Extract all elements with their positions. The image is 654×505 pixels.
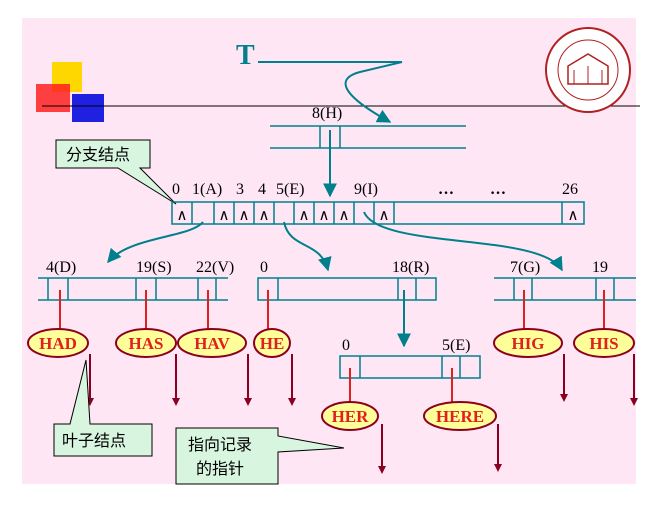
- university-seal: [545, 27, 631, 113]
- index-26: 26: [562, 181, 578, 198]
- decor-squares: [36, 62, 640, 122]
- svg-text:22(V): 22(V): [196, 259, 234, 276]
- index-1a: 1(A): [192, 181, 222, 198]
- svg-text:4(D): 4(D): [46, 259, 76, 276]
- pointer-callout-text-2: 的指针: [196, 459, 244, 478]
- null-marker: ∧: [379, 208, 390, 224]
- root-node: [270, 125, 466, 149]
- svg-text:HAV: HAV: [194, 334, 230, 353]
- null-marker: ∧: [319, 208, 330, 224]
- null-marker: ∧: [239, 208, 250, 224]
- record-pointer-stems: [59, 290, 605, 404]
- branch-arrows: [107, 211, 563, 272]
- pointer-callout: [175, 427, 345, 485]
- svg-text:HE: HE: [260, 334, 285, 353]
- index-5e: 5(E): [276, 181, 304, 198]
- svg-text:HIG: HIG: [511, 334, 544, 353]
- i-node-labels: 7(G) 19: [510, 259, 608, 276]
- root-node-label: 8(H): [312, 105, 342, 122]
- leaf-he: [253, 328, 291, 358]
- null-markers: ∧ ∧ ∧ ∧ ∧ ∧ ∧ ∧ ∧: [177, 208, 579, 224]
- leaf-had: [27, 328, 89, 358]
- null-marker: ∧: [219, 208, 230, 224]
- svg-text:0: 0: [342, 337, 350, 354]
- branch-callout: [55, 139, 177, 205]
- null-marker: ∧: [177, 208, 188, 224]
- leaf-nodes: [27, 328, 635, 431]
- record-pointers: [89, 354, 635, 468]
- svg-text:7(G): 7(G): [510, 259, 540, 276]
- root-label: T: [236, 40, 255, 71]
- null-marker: ∧: [259, 208, 270, 224]
- index-ellipsis-2: …: [490, 181, 506, 198]
- index-0: 0: [172, 181, 180, 198]
- leaf-has: [115, 328, 177, 358]
- leaf-hav: [177, 328, 247, 358]
- leaf-his: [573, 328, 635, 358]
- record-pointer-heads: [86, 394, 638, 474]
- leaf-here: [423, 401, 497, 431]
- pointer-callout-text-1: 指向记录: [188, 435, 252, 454]
- svg-text:5(E): 5(E): [442, 337, 470, 354]
- index-9i: 9(I): [354, 181, 378, 198]
- r-node-labels: 0 5(E): [342, 337, 470, 354]
- branch-callout-text: 分支结点: [66, 145, 130, 164]
- root-pointer: [258, 61, 403, 123]
- svg-text:19: 19: [592, 259, 608, 276]
- branch-index-labels: 0 1(A) 3 4 5(E) 9(I) … … 26: [172, 181, 578, 198]
- leaf-her: [321, 401, 379, 431]
- svg-text:18(R): 18(R): [392, 259, 429, 276]
- r-node: [339, 355, 481, 379]
- index-4: 4: [258, 181, 266, 198]
- i-node: [494, 277, 636, 301]
- svg-text:0: 0: [260, 259, 268, 276]
- null-marker: ∧: [568, 208, 579, 224]
- index-ellipsis-1: …: [438, 181, 454, 198]
- d-node-labels: 4(D) 19(S) 22(V): [46, 259, 234, 276]
- d-node: [38, 277, 228, 301]
- leaf-hig: [493, 328, 563, 358]
- svg-text:HAS: HAS: [129, 334, 164, 353]
- svg-text:HAD: HAD: [39, 334, 77, 353]
- e-node: [257, 277, 437, 301]
- null-marker: ∧: [339, 208, 350, 224]
- leaf-callout: [53, 359, 153, 457]
- index-3: 3: [236, 181, 244, 198]
- e-node-labels: 0 18(R): [260, 259, 429, 276]
- leaf-labels: HAD HAS HAV HE HER HERE HIG HIS: [39, 334, 619, 426]
- svg-text:HERE: HERE: [436, 407, 484, 426]
- null-marker: ∧: [299, 208, 310, 224]
- leaf-callout-text: 叶子结点: [62, 431, 126, 450]
- svg-text:HIS: HIS: [589, 334, 618, 353]
- svg-text:HER: HER: [332, 407, 370, 426]
- svg-text:19(S): 19(S): [136, 259, 172, 276]
